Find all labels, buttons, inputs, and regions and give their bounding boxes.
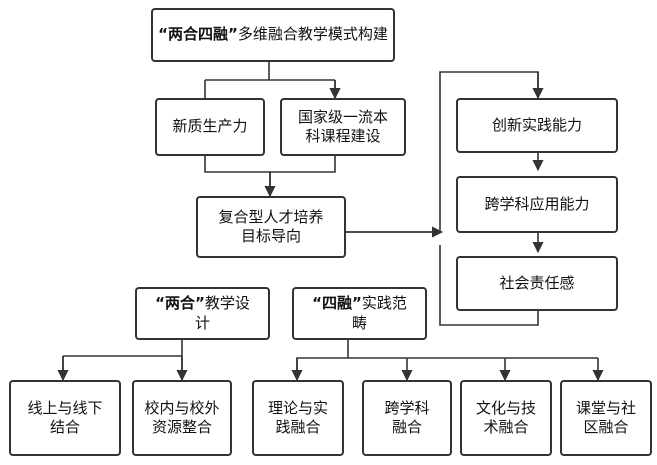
two-integration-bold: “两合” xyxy=(155,294,205,312)
theory-practice-node: 理论与实践融合 xyxy=(252,380,344,456)
connector-root-split xyxy=(204,60,335,98)
theory-practice-label: 理论与实践融合 xyxy=(267,398,328,437)
root-node: “两合四融”多维融合教学模式构建 xyxy=(151,8,395,62)
connector-social-return xyxy=(439,245,539,326)
class-community-label: 课堂与社区融合 xyxy=(575,398,636,437)
innovation-label: 创新实践能力 xyxy=(491,115,582,134)
class-community-node: 课堂与社区融合 xyxy=(560,380,652,456)
talent-goal-label: 复合型人才培养目标导向 xyxy=(218,207,324,246)
culture-tech-label: 文化与技术融合 xyxy=(475,398,536,437)
national-course-label: 国家级一流本科课程建设 xyxy=(297,107,388,146)
two-integration-text: 教学设计 xyxy=(194,294,250,332)
root-node-text: 多维融合教学模式构建 xyxy=(237,25,388,44)
campus-resources-node: 校内与校外资源整合 xyxy=(132,380,232,456)
four-fusion-bold: “四融” xyxy=(312,294,362,312)
four-fusion-node: “四融”实践范畴 xyxy=(292,287,427,340)
new-productivity-node: 新质生产力 xyxy=(155,98,265,156)
social-responsibility-label: 社会责任感 xyxy=(499,273,575,292)
innovation-node: 创新实践能力 xyxy=(456,98,618,153)
connector-four-fusion xyxy=(296,340,598,378)
cross-discipline-node: 跨学科应用能力 xyxy=(456,176,618,233)
cross-fusion-label: 跨学科融合 xyxy=(384,398,430,437)
cross-fusion-node: 跨学科融合 xyxy=(362,380,452,456)
online-offline-label: 线上与线下结合 xyxy=(27,398,103,437)
root-node-bold: “两合四融” xyxy=(158,25,238,44)
campus-resources-label: 校内与校外资源整合 xyxy=(144,398,220,437)
talent-goal-node: 复合型人才培养目标导向 xyxy=(196,196,346,258)
two-integration-node: “两合”教学设计 xyxy=(135,287,270,340)
connector-two-integration xyxy=(62,338,183,376)
online-offline-node: 线上与线下结合 xyxy=(9,380,121,456)
culture-tech-node: 文化与技术融合 xyxy=(460,380,552,456)
social-responsibility-node: 社会责任感 xyxy=(456,256,618,311)
new-productivity-label: 新质生产力 xyxy=(172,117,248,136)
four-fusion-text: 实践范畴 xyxy=(351,294,407,332)
cross-discipline-label: 跨学科应用能力 xyxy=(484,194,590,213)
national-course-node: 国家级一流本科课程建设 xyxy=(280,98,406,156)
